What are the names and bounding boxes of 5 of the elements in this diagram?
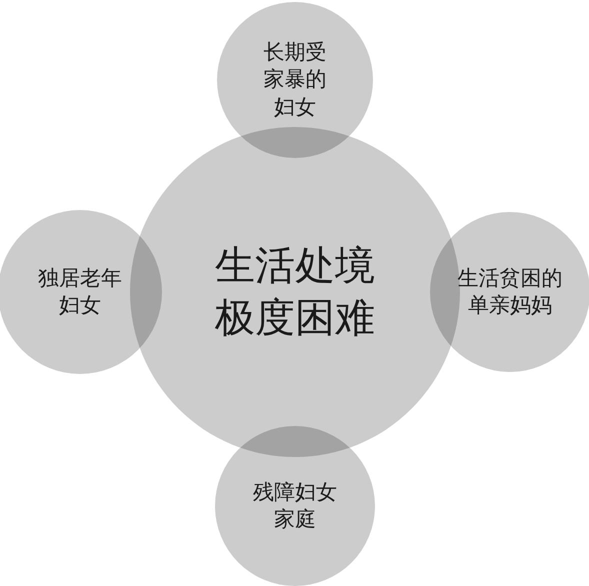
node-label: 生活处境极度困难 <box>214 242 376 343</box>
node-label: 残障妇女家庭 <box>252 478 338 533</box>
node-label: 长期受家暴的妇女 <box>262 39 328 121</box>
node-label: 独居老年妇女 <box>37 264 123 319</box>
node-label: 生活贫困的单亲妈妈 <box>456 264 564 319</box>
